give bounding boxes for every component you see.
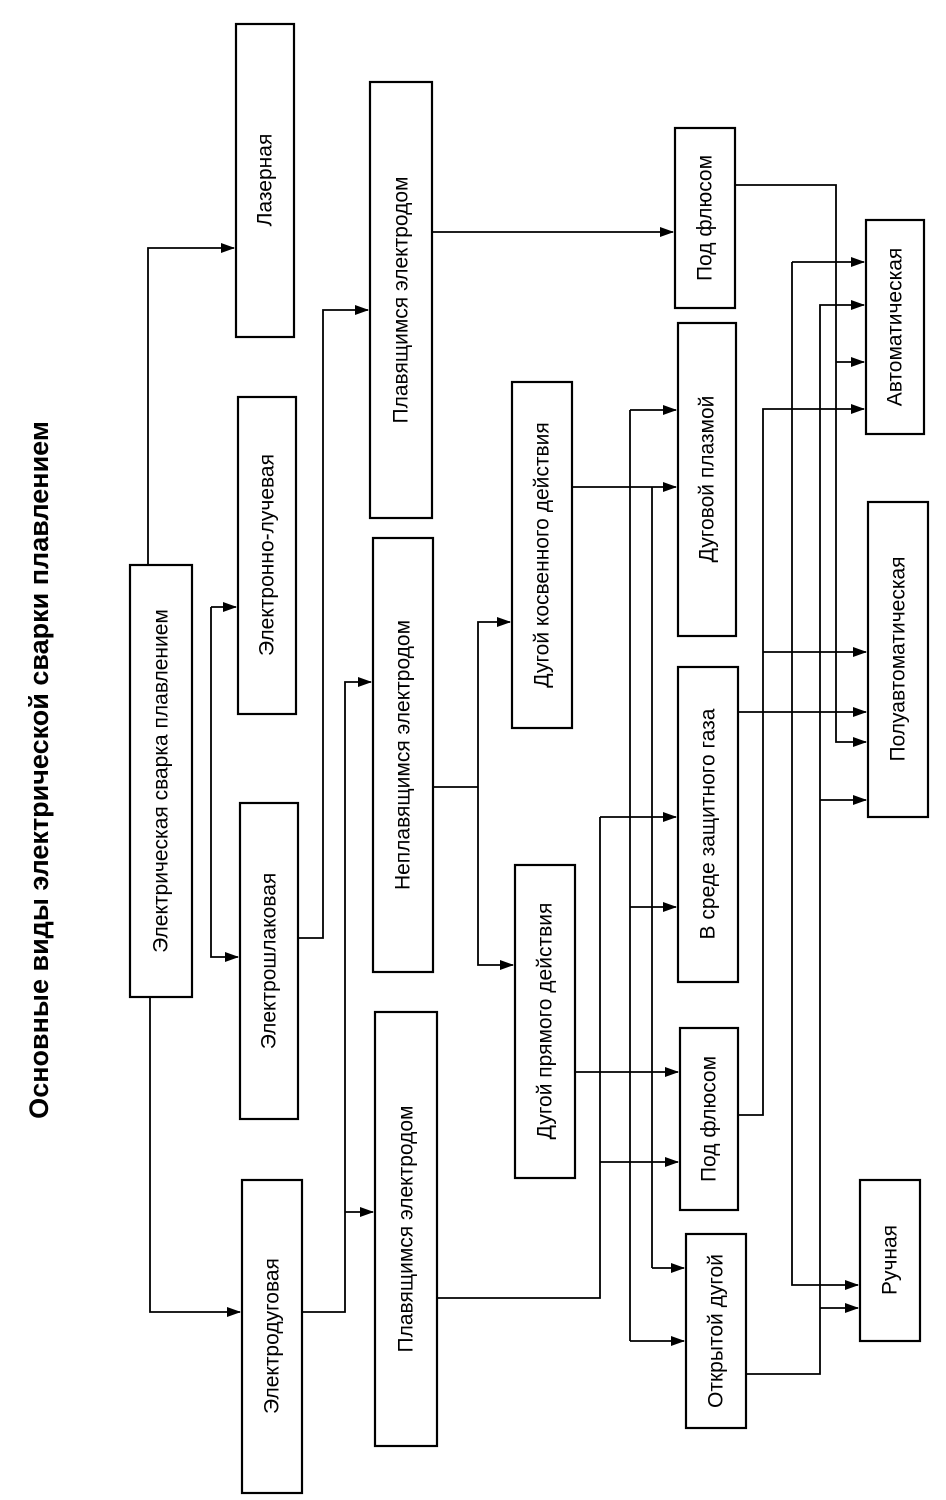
node-semi-automatic: Полуавтоматическая	[866, 500, 930, 819]
node-shielding-gas-label: В среде защитного газа	[697, 708, 720, 939]
node-electron-beam-label: Электронно-лучевая	[256, 454, 279, 656]
node-automatic: Автоматическая	[864, 218, 926, 436]
node-submerged-top-label: Под флюсом	[694, 155, 717, 281]
node-laser-label: Лазерная	[254, 134, 277, 227]
node-submerged-bottom-label: Под флюсом	[698, 1056, 721, 1182]
node-melt-electrode-bottom: Плавящимся электродом	[373, 1010, 439, 1448]
node-submerged-top: Под флюсом	[673, 126, 737, 310]
node-electron-beam: Электронно-лучевая	[236, 395, 298, 716]
node-arc-plasma-label: Дуговой плазмой	[696, 396, 719, 563]
node-manual-label: Ручная	[879, 1225, 902, 1295]
node-melt-electrode-top-label: Плавящимся электродом	[390, 177, 413, 424]
node-open-arc-label: Открытой дугой	[705, 1254, 728, 1408]
edge-bus-792	[791, 262, 859, 1290]
node-laser: Лазерная	[234, 22, 296, 339]
edge-root-electric-arc	[149, 997, 241, 1317]
node-melt-electrode-top: Плавящимся электродом	[368, 80, 434, 520]
node-nonmelt-electrode: Неплавящимся электродом	[371, 536, 435, 974]
edge-nonmelt-direct	[477, 787, 514, 970]
node-melt-electrode-bottom-label: Плавящимся электродом	[395, 1106, 418, 1353]
node-electric-arc-label: Электродуговая	[261, 1258, 284, 1414]
node-electric-arc: Электродуговая	[240, 1178, 304, 1495]
node-electroslag-label: Электрошлаковая	[258, 873, 281, 1050]
node-nonmelt-electrode-label: Неплавящимся электродом	[392, 620, 415, 890]
node-electroslag: Электрошлаковая	[238, 801, 300, 1121]
node-semi-automatic-label: Полуавтоматическая	[887, 556, 910, 761]
edge-submerged-top-auto	[735, 184, 867, 747]
node-direct-arc: Дугой прямого действия	[513, 863, 577, 1180]
node-submerged-bottom: Под флюсом	[678, 1026, 740, 1212]
node-manual: Ручная	[858, 1178, 922, 1343]
connectors	[147, 184, 867, 1375]
edge-melt-bottom-bus	[437, 817, 601, 1299]
edge-arc-nonmelt	[302, 677, 372, 1313]
node-root: Электрическая сварка плавлением	[128, 563, 194, 999]
node-arc-plasma: Дуговой плазмой	[676, 321, 738, 638]
edge-open-arc-bus	[746, 300, 865, 1375]
edge-nonmelt-indirect	[477, 617, 511, 787]
node-direct-arc-label: Дугой прямого действия	[534, 903, 557, 1140]
node-indirect-arc: Дугой косвенного действия	[510, 380, 574, 730]
edge-electroslag-melt-top	[298, 305, 369, 939]
node-open-arc: Открытой дугой	[684, 1232, 748, 1430]
node-root-label: Электрическая сварка плавлением	[150, 609, 173, 953]
node-indirect-arc-label: Дугой косвенного действия	[531, 422, 554, 687]
diagram-title: Основные виды электрической сварки плавл…	[24, 421, 54, 1119]
node-shielding-gas: В среде защитного газа	[676, 665, 740, 984]
node-automatic-label: Автоматическая	[884, 248, 907, 407]
edge-root-electroslag	[210, 607, 239, 962]
edge-root-laser	[147, 243, 235, 565]
edge-submerged-bottom-bus	[738, 404, 865, 1116]
